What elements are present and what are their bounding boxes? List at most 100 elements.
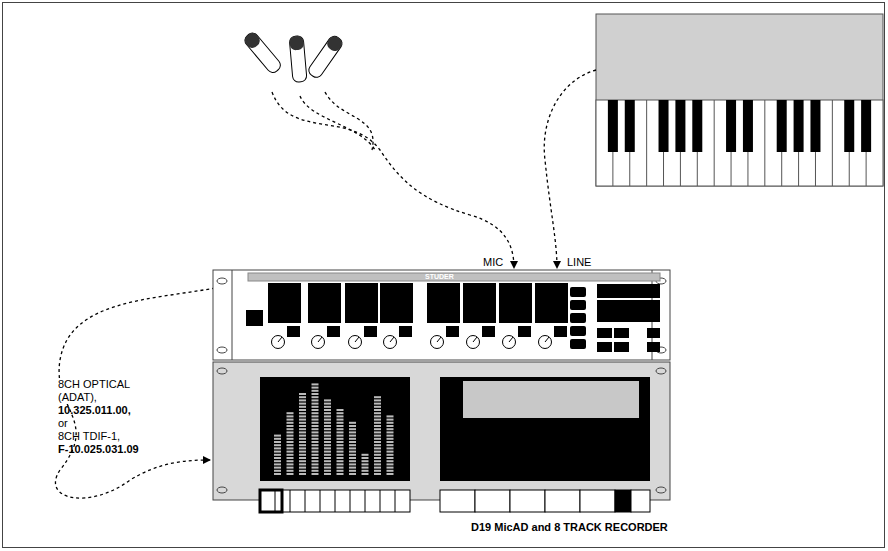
meter-segment [337, 412, 344, 414]
interface-label: or [58, 417, 68, 430]
meter-segment [337, 467, 344, 469]
button-divider [320, 490, 321, 512]
meter-segment [312, 431, 319, 433]
meter-segment [337, 435, 344, 437]
meter-segment [287, 467, 294, 469]
interface-label: 8CH TDIF-1, [58, 430, 120, 443]
side-button [570, 339, 586, 349]
button-divider [290, 490, 291, 512]
meter-segment [349, 428, 356, 430]
meter-segment [349, 470, 356, 472]
meter-segment [274, 470, 281, 472]
meter-segment [324, 412, 331, 414]
meter-segment [287, 422, 294, 424]
meter-segment [274, 441, 281, 443]
meter-segment [374, 467, 381, 469]
meter-segment [337, 463, 344, 465]
meter-segment [312, 383, 319, 385]
meter-segment [374, 419, 381, 421]
side-button [570, 300, 586, 310]
button-row [260, 490, 410, 512]
meter-segment [299, 457, 306, 459]
meter-segment [337, 447, 344, 449]
meter-segment [324, 435, 331, 437]
meter-segment [349, 441, 356, 443]
caption: D19 MicAD and 8 TRACK RECORDER [471, 521, 668, 534]
frame [3, 3, 885, 548]
meter-segment [324, 422, 331, 424]
keyboard [596, 14, 883, 186]
meter-segment [287, 463, 294, 465]
meter-segment [299, 463, 306, 465]
meter-segment [387, 431, 394, 433]
meter-segment [299, 431, 306, 433]
meter-segment [387, 454, 394, 456]
channel-button [364, 326, 377, 337]
meter-segment [387, 425, 394, 427]
meter-segment [324, 460, 331, 462]
side-button [570, 326, 586, 336]
meter-segment [349, 463, 356, 465]
meter-segment [349, 438, 356, 440]
meter-segment [324, 451, 331, 453]
meter-segment [312, 396, 319, 398]
meter-segment [287, 419, 294, 421]
meter-segment [324, 428, 331, 430]
black-key [625, 100, 635, 152]
meter-segment [299, 451, 306, 453]
channel-button [554, 326, 567, 337]
meter-segment [387, 473, 394, 475]
brand-logo: STUDER [425, 272, 454, 281]
meter-segment [312, 460, 319, 462]
meter-segment [274, 460, 281, 462]
meter-segment [312, 447, 319, 449]
transport-button [615, 490, 631, 512]
meter-segment [387, 435, 394, 437]
key-line [832, 100, 833, 186]
meter-segment [337, 470, 344, 472]
meter-segment [287, 470, 294, 472]
key-line [646, 100, 647, 186]
meter-segment [374, 451, 381, 453]
meter-segment [324, 425, 331, 427]
channel-button [482, 326, 495, 337]
channel-button [399, 326, 412, 337]
meter-segment [374, 422, 381, 424]
meter-segment [337, 415, 344, 417]
meter-segment [374, 441, 381, 443]
meter-segment [337, 409, 344, 411]
part-number: 10.325.011.00, [58, 404, 131, 417]
knob-mark [473, 337, 477, 342]
meter-segment [374, 435, 381, 437]
meter-segment [299, 435, 306, 437]
meter-segment [299, 470, 306, 472]
meter-segment [362, 457, 369, 459]
meter-segment [312, 399, 319, 401]
meter-segment [299, 403, 306, 405]
meter-segment [287, 454, 294, 456]
knob [312, 336, 325, 349]
knob-mark [355, 337, 359, 342]
meter-segment [374, 473, 381, 475]
meter-segment [324, 467, 331, 469]
meter-segment [299, 393, 306, 395]
meter-segment [387, 444, 394, 446]
input-label: MIC [483, 256, 503, 269]
meter-segment [287, 441, 294, 443]
meter-segment [337, 454, 344, 456]
meter-segment [337, 438, 344, 440]
knob-mark [278, 337, 282, 342]
knob [503, 336, 516, 349]
meter-segment [387, 415, 394, 417]
knob-mark [390, 337, 394, 342]
meter-segment [274, 438, 281, 440]
meter-segment [324, 441, 331, 443]
meter-segment [337, 441, 344, 443]
channel-display [380, 283, 413, 323]
meter-segment [337, 457, 344, 459]
meter-segment [287, 425, 294, 427]
meter-segment [299, 441, 306, 443]
black-key [794, 100, 804, 152]
meter-segment [374, 428, 381, 430]
meter-segment [324, 419, 331, 421]
